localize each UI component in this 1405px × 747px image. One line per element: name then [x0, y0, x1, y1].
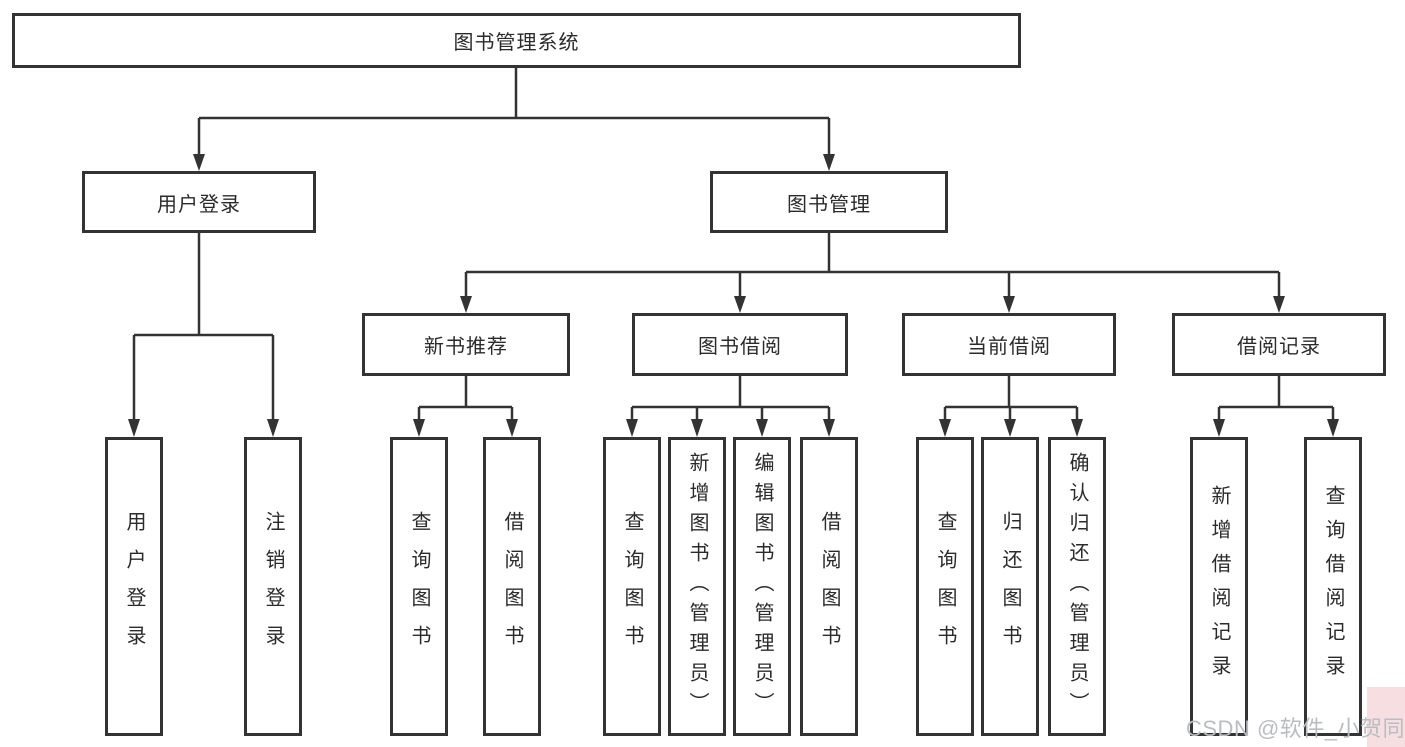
leaf-borrow-edit-book-admin: 编辑图书（管理员）	[733, 437, 791, 736]
node-label: 图书管理	[787, 193, 871, 216]
node-label: 借阅记录	[1237, 336, 1321, 358]
leaf-label: 确认归还（管理员）	[1066, 451, 1088, 722]
watermark-accent	[1367, 687, 1405, 747]
arrowheads	[128, 154, 1339, 437]
leaf-borrow-add-book-admin: 新增图书（管理员）	[668, 437, 726, 736]
node-borrow-records: 借阅记录	[1172, 313, 1386, 376]
leaf-logout: 注销登录	[244, 437, 302, 736]
node-book-borrow: 图书借阅	[632, 313, 848, 376]
edge-bookmgmt-to-level3	[464, 233, 1281, 297]
edge-root-to-level2	[197, 68, 831, 156]
node-book-management: 图书管理	[710, 171, 948, 233]
leaf-label: 用户登录	[123, 510, 145, 663]
leaf-borrow-borrow-books: 借阅图书	[800, 437, 858, 736]
node-root-library-system: 图书管理系统	[12, 13, 1021, 68]
leaf-label: 归还图书	[999, 510, 1021, 663]
node-label: 用户登录	[157, 193, 241, 216]
node-new-book-recommend: 新书推荐	[362, 313, 570, 376]
leaf-current-return-books: 归还图书	[981, 437, 1039, 736]
node-label: 图书借阅	[698, 336, 782, 358]
node-label: 新书推荐	[424, 336, 508, 358]
leaf-label: 借阅图书	[501, 510, 523, 663]
node-current-borrow: 当前借阅	[902, 313, 1116, 376]
leaf-label: 注销登录	[262, 510, 284, 663]
leaf-borrow-query-books: 查询图书	[603, 437, 661, 736]
leaf-records-query-record: 查询借阅记录	[1304, 437, 1362, 736]
edge-bookborrow-to-children	[630, 376, 831, 421]
leaf-current-confirm-return-admin: 确认归还（管理员）	[1048, 437, 1106, 736]
leaf-label: 查询图书	[934, 510, 956, 663]
edge-userlogin-to-children	[132, 233, 275, 421]
leaf-records-add-record: 新增借阅记录	[1190, 437, 1248, 736]
leaf-label: 新增借阅记录	[1208, 484, 1230, 689]
edge-newbook-to-children	[417, 376, 514, 421]
leaf-label: 新增图书（管理员）	[686, 451, 708, 722]
leaf-label: 编辑图书（管理员）	[751, 451, 773, 722]
leaf-current-query-books: 查询图书	[916, 437, 974, 736]
leaf-label: 查询图书	[621, 510, 643, 663]
edge-currentborrow-to-children	[943, 376, 1079, 421]
leaf-label: 借阅图书	[818, 510, 840, 663]
leaf-label: 查询借阅记录	[1322, 484, 1344, 689]
leaf-user-login: 用户登录	[105, 437, 163, 736]
node-label: 图书管理系统	[453, 32, 580, 54]
leaf-newbook-borrow-books: 借阅图书	[483, 437, 541, 736]
node-user-login: 用户登录	[82, 171, 316, 233]
leaf-newbook-query-books: 查询图书	[390, 437, 448, 736]
leaf-label: 查询图书	[408, 510, 430, 663]
edge-records-to-children	[1217, 376, 1335, 421]
node-label: 当前借阅	[967, 336, 1051, 358]
watermark-text: CSDN @软件_小贺同学	[1186, 716, 1405, 741]
